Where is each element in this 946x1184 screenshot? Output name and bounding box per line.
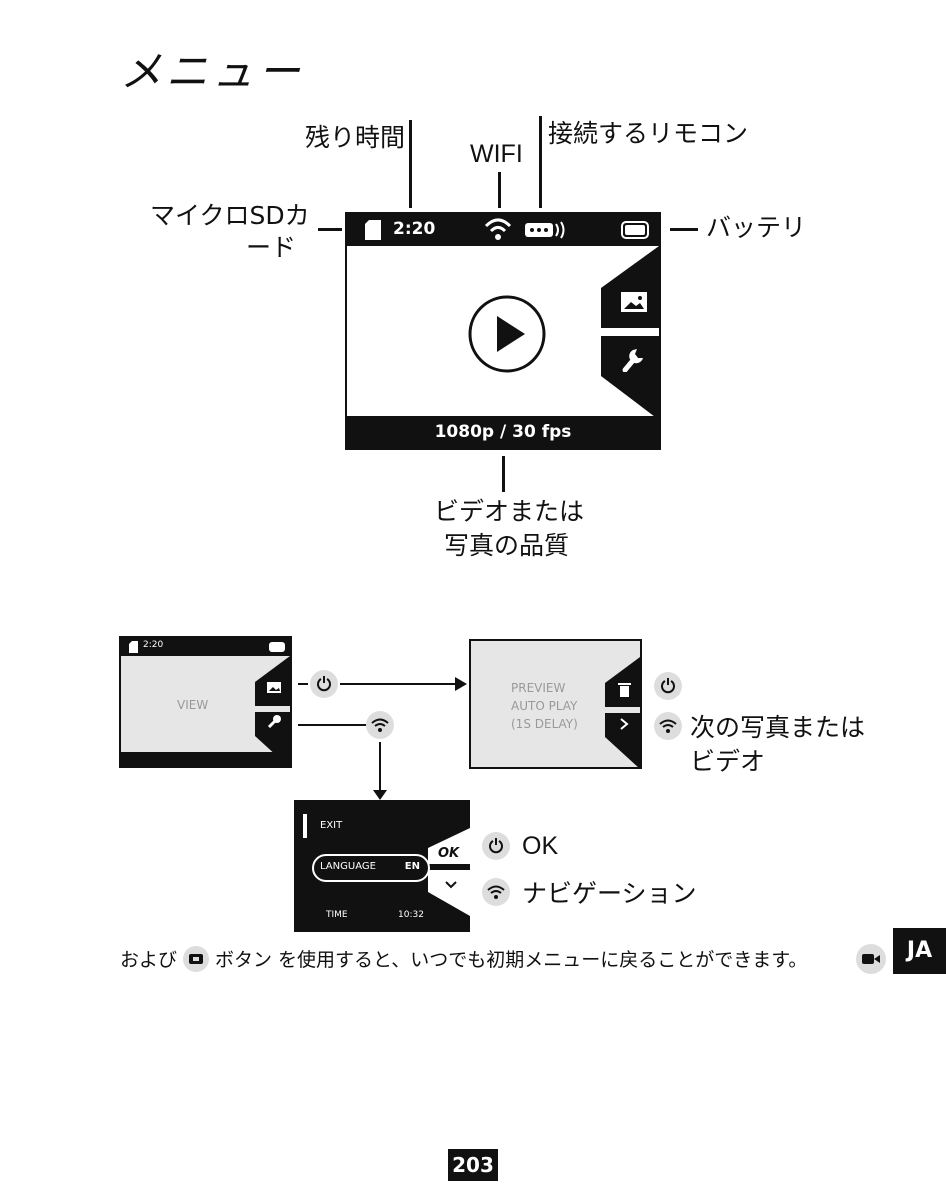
camera-icon — [189, 953, 203, 965]
preview-line-1: PREVIEW — [511, 681, 565, 695]
side-menu — [605, 657, 640, 769]
preview-line-2: AUTO PLAY — [511, 699, 577, 713]
remote-icon — [525, 221, 569, 241]
legend-ok: OK — [522, 832, 558, 861]
menu-exit[interactable]: EXIT — [320, 820, 342, 831]
label-battery: バッテリ — [706, 208, 806, 244]
side-menu — [428, 800, 470, 932]
image-icon[interactable] — [621, 292, 647, 312]
power-icon — [659, 677, 677, 695]
play-icon[interactable] — [467, 294, 547, 374]
power-icon — [487, 837, 505, 855]
status-bar: 2:20 — [347, 214, 659, 246]
wrench-icon[interactable] — [621, 346, 645, 372]
label-sd-card-2: ード — [246, 228, 296, 264]
remaining-time: 2:20 — [393, 219, 435, 239]
chevron-right-icon[interactable] — [619, 717, 629, 731]
label-quality-1: ビデオまたは — [434, 492, 584, 528]
power-button-badge — [310, 670, 338, 698]
sd-card-icon — [365, 220, 381, 240]
wifi-button-badge — [482, 878, 510, 906]
page-title: メニュー — [120, 38, 304, 99]
page-number: 203 — [448, 1149, 498, 1181]
legend-next-2: ビデオ — [690, 742, 765, 778]
legend-next-1: 次の写真または — [690, 708, 865, 744]
ok-label[interactable]: OK — [438, 846, 459, 861]
label-remaining-time: 残り時間 — [305, 118, 405, 154]
power-button-badge — [654, 672, 682, 700]
battery-icon — [621, 221, 649, 239]
wifi-icon — [659, 718, 677, 734]
power-button-badge — [482, 832, 510, 860]
camera-button-badge — [183, 946, 209, 972]
label-quality-2: 写真の品質 — [444, 526, 569, 562]
legend-navigation: ナビゲーション — [522, 874, 697, 910]
preview-line-3: (1S DELAY) — [511, 717, 578, 731]
sd-card-icon — [129, 641, 138, 653]
quality-bar: 1080p / 30 fps — [347, 416, 659, 448]
camera-icon — [862, 953, 880, 965]
chevron-down-icon[interactable] — [444, 880, 458, 890]
power-icon — [315, 675, 333, 693]
menu-time[interactable]: TIME — [326, 910, 348, 920]
battery-icon — [269, 642, 285, 652]
preview-screen: PREVIEW AUTO PLAY (1S DELAY) — [469, 639, 642, 769]
camera-screen: 2:20 1080p / 30 fps — [345, 212, 661, 450]
wrench-icon[interactable] — [267, 714, 281, 728]
image-icon[interactable] — [267, 682, 281, 693]
label-wifi: WIFI — [470, 140, 523, 169]
wifi-button-badge — [654, 712, 682, 740]
view-screen: 2:20 VIEW — [119, 636, 292, 768]
label-connected-remote: 接続するリモコン — [548, 114, 748, 150]
view-time: 2:20 — [143, 640, 163, 650]
view-label: VIEW — [177, 698, 208, 712]
trash-icon[interactable] — [618, 681, 631, 697]
menu-time-value: 10:32 — [398, 910, 424, 920]
wifi-icon — [371, 717, 389, 733]
wifi-icon — [487, 884, 505, 900]
video-button-badge — [856, 944, 886, 974]
label-sd-card-1: マイクロSDカ — [150, 196, 310, 232]
wifi-button-badge — [366, 711, 394, 739]
settings-screen: EXIT LANGUAGE EN TIME 10:32 OK — [294, 800, 470, 932]
menu-language[interactable]: LANGUAGE EN — [312, 854, 430, 882]
wifi-icon — [484, 216, 512, 242]
footer-sentence: および ボタン を使用すると、いつでも初期メニューに戻ることができます。 — [120, 945, 807, 972]
language-badge: JA — [893, 928, 946, 974]
side-menu — [601, 246, 659, 420]
